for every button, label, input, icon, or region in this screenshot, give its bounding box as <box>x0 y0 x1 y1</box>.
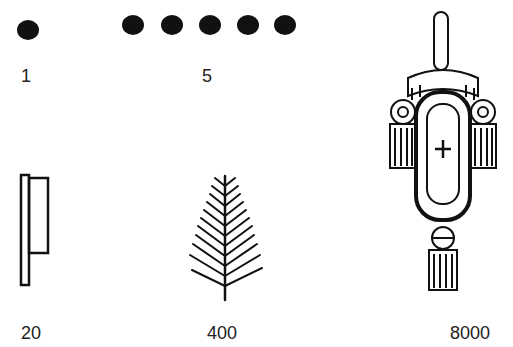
bag-symbol <box>390 12 496 290</box>
value-label: 20 <box>21 324 41 342</box>
value-label: 1 <box>21 67 31 85</box>
dots <box>17 15 296 40</box>
value-label: 5 <box>202 67 212 85</box>
value-label: 8000 <box>450 324 490 342</box>
feather-symbol <box>190 176 262 300</box>
flag-symbol <box>21 175 48 285</box>
value-label: 400 <box>207 324 237 342</box>
